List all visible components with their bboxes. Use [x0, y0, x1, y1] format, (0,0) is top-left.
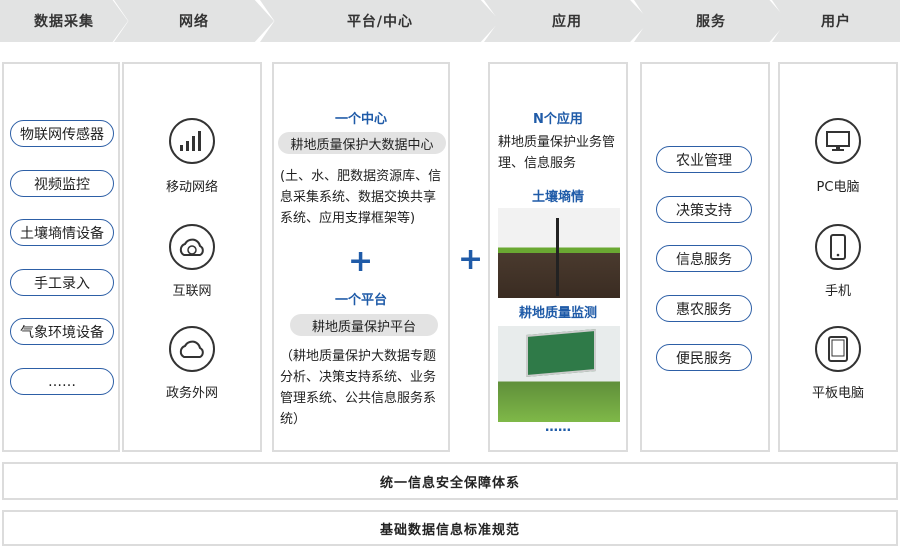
plus-icon: +: [348, 244, 374, 279]
quality-monitoring-image: [498, 326, 620, 422]
more-text: ……: [545, 420, 571, 435]
app-title: N个应用: [533, 112, 583, 127]
signal-icon: [169, 118, 215, 164]
header-label: 用户: [821, 14, 851, 30]
collection-item: 气象环境设备: [10, 318, 114, 345]
service-column: 农业管理 决策支持 信息服务 惠农服务 便民服务: [640, 62, 770, 452]
collection-item: 土壤墒情设备: [10, 219, 114, 246]
network-label: 互联网: [172, 284, 212, 299]
platform-column: 一个中心 耕地质量保护大数据中心 (土、水、肥数据资源库、信息采集系统、数据交换…: [272, 62, 450, 452]
user-label: 平板电脑: [811, 386, 864, 401]
header-service: 服务: [634, 0, 788, 42]
center-name: 耕地质量保护大数据中心: [278, 132, 446, 154]
service-item: 惠农服务: [656, 295, 752, 322]
app-desc: 耕地质量保护业务管理、信息服务: [498, 135, 616, 171]
quality-monitoring-title: 耕地质量监测: [518, 306, 597, 321]
platform-title: 一个平台: [334, 293, 387, 308]
soil-moisture-title: 土壤墒情: [531, 190, 584, 205]
header-label: 数据采集: [34, 14, 94, 30]
user-column: PC电脑 手机 平板电脑: [778, 62, 898, 452]
service-item: 决策支持: [656, 196, 752, 223]
security-system-bar: 统一信息安全保障体系: [2, 462, 898, 500]
header-platform: 平台/中心: [260, 0, 500, 42]
header-label: 应用: [552, 14, 582, 30]
collection-item: 物联网传感器: [10, 120, 114, 147]
pc-monitor-icon: [815, 118, 861, 164]
user-label: 手机: [824, 284, 851, 299]
tablet-icon: [815, 326, 861, 372]
collection-column: 物联网传感器 视频监控 土壤墒情设备 手工录入 气象环境设备 ……: [2, 62, 120, 452]
user-label: PC电脑: [816, 180, 860, 195]
platform-desc: （耕地质量保护大数据专题分析、决策支持系统、业务管理系统、公共信息服务系统）: [280, 349, 437, 427]
service-item: 农业管理: [656, 146, 752, 173]
header-data-collection: 数据采集: [0, 0, 128, 42]
collection-item: 视频监控: [10, 170, 114, 197]
soil-moisture-image: [498, 208, 620, 298]
header-user: 用户: [772, 0, 900, 42]
network-label: 移动网络: [165, 180, 218, 195]
collection-item: ……: [10, 368, 114, 395]
header-label: 平台/中心: [346, 14, 414, 30]
standards-bar: 基础数据信息标准规范: [2, 510, 898, 546]
header-network: 网络: [114, 0, 274, 42]
plus-icon: +: [458, 242, 484, 277]
header-label: 网络: [179, 14, 209, 30]
header-application: 应用: [484, 0, 650, 42]
phone-icon: [815, 224, 861, 270]
service-item: 信息服务: [656, 245, 752, 272]
center-desc: (土、水、肥数据资源库、信息采集系统、数据交换共享系统、应用支撑框架等): [280, 169, 442, 226]
collection-item: 手工录入: [10, 269, 114, 296]
network-label: 政务外网: [165, 386, 218, 401]
service-item: 便民服务: [656, 344, 752, 371]
platform-name: 耕地质量保护平台: [290, 314, 438, 336]
header-label: 服务: [696, 14, 726, 30]
center-title: 一个中心: [334, 112, 387, 127]
application-column: N个应用 耕地质量保护业务管理、信息服务 土壤墒情 耕地质量监测 ……: [488, 62, 628, 452]
network-column: 移动网络 互联网 政务外网: [122, 62, 262, 452]
cloud-icon: [169, 326, 215, 372]
internet-cloud-icon: [169, 224, 215, 270]
